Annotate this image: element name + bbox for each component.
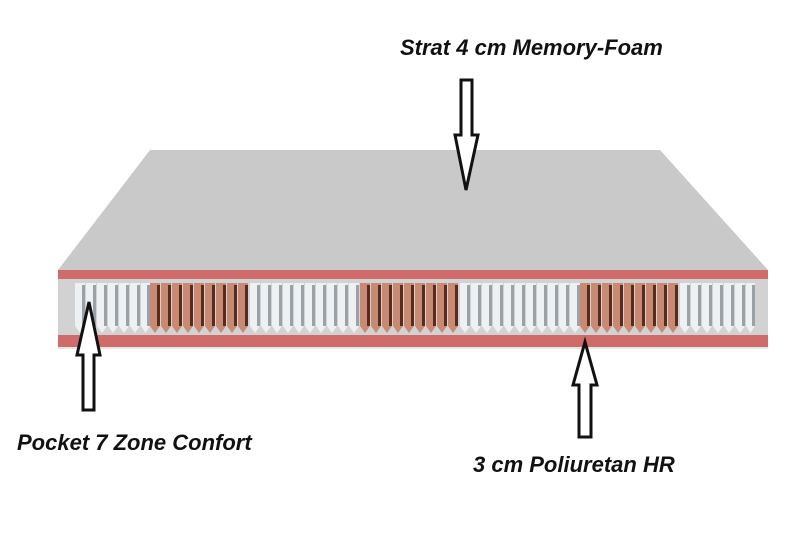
pocket-spring-shadow (489, 285, 492, 326)
bottom-red-band (58, 335, 768, 347)
pocket-spring-shadow (444, 285, 447, 326)
pocket-spring-shadow (566, 285, 569, 326)
pocket-spring-shadow (179, 285, 182, 326)
pocket-spring-shadow (201, 285, 204, 326)
pocket-spring-shadow (82, 285, 85, 326)
arrow-up-icon (75, 301, 102, 412)
pocket-spring-shadow (367, 285, 370, 326)
spring-zone-white (680, 283, 755, 333)
pocket-spring-shadow (115, 285, 118, 326)
pocket-spring-shadow (742, 285, 745, 326)
pocket-spring-shadow (620, 285, 623, 326)
pocket-spring-shadow (631, 285, 634, 326)
pocket-spring-shadow (245, 285, 248, 326)
pocket-spring-shadow (675, 285, 678, 326)
arrow-down-icon (453, 78, 480, 191)
pocket-spring-shadow (411, 285, 414, 326)
pocket-spring-shadow (752, 285, 755, 326)
pocket-spring-shadow (301, 285, 304, 326)
pocket-spring-shadow (312, 285, 315, 326)
pocket-spring-shadow (268, 285, 271, 326)
pocket-spring-shadow (137, 285, 140, 326)
pocket-spring-shadow (653, 285, 656, 326)
mattress-base-edge (58, 347, 768, 349)
pocket-spring-shadow (212, 285, 215, 326)
pocket-spring-shadow (104, 285, 107, 326)
pocket-spring-shadow (257, 285, 260, 326)
pocket-spring-shadow (511, 285, 514, 326)
bottom-layer-label: 3 cm Poliuretan HR (473, 452, 675, 477)
pocket-spring-shadow (609, 285, 612, 326)
pocket-spring-shadow (389, 285, 392, 326)
pocket-spring-shadow (168, 285, 171, 326)
pocket-spring-shadow (709, 285, 712, 326)
pocket-spring-shadow (126, 285, 129, 326)
pocket-spring-shadow (378, 285, 381, 326)
pocket-spring-shadow (720, 285, 723, 326)
pocket-spring-shadow (544, 285, 547, 326)
pocket-spring-shadow (334, 285, 337, 326)
spring-zone-brown (150, 283, 248, 333)
pocket-spring-shadow (555, 285, 558, 326)
pocket-spring-shadow (522, 285, 525, 326)
arrow-up-icon (571, 336, 599, 439)
pocket-springs (75, 283, 755, 333)
pocket-spring-shadow (190, 285, 193, 326)
pocket-spring-shadow (642, 285, 645, 326)
pocket-spring-shadow (93, 285, 96, 326)
pocket-spring-shadow (587, 285, 590, 326)
pocket-spring-shadow (345, 285, 348, 326)
pocket-spring-shadow (157, 285, 160, 326)
pocket-spring-shadow (323, 285, 326, 326)
pocket-spring-shadow (356, 285, 359, 326)
pocket-spring-shadow (147, 285, 150, 326)
pocket-spring-shadow (500, 285, 503, 326)
pocket-spring-shadow (455, 285, 458, 326)
top-red-band (58, 270, 768, 279)
pocket-spring-shadow (598, 285, 601, 326)
core-label: Pocket 7 Zone Confort (17, 430, 252, 455)
pocket-spring-shadow (234, 285, 237, 326)
pocket-spring-shadow (223, 285, 226, 326)
spring-zone-brown (360, 283, 458, 333)
pocket-spring-shadow (290, 285, 293, 326)
pocket-spring-shadow (664, 285, 667, 326)
pocket-spring-shadow (731, 285, 734, 326)
pocket-spring-shadow (698, 285, 701, 326)
pocket-spring-shadow (422, 285, 425, 326)
pocket-spring-shadow (467, 285, 470, 326)
pocket-spring-shadow (400, 285, 403, 326)
pocket-spring-shadow (577, 285, 580, 326)
spring-zone-white (460, 283, 580, 333)
pocket-spring-shadow (687, 285, 690, 326)
top-layer-label: Strat 4 cm Memory-Foam (400, 35, 663, 60)
pocket-spring-shadow (433, 285, 436, 326)
pocket-spring-shadow (533, 285, 536, 326)
spring-zone-brown (580, 283, 678, 333)
pocket-spring-shadow (478, 285, 481, 326)
memory-foam-top-surface (58, 150, 768, 270)
spring-zone-white (250, 283, 359, 333)
pocket-spring-shadow (279, 285, 282, 326)
